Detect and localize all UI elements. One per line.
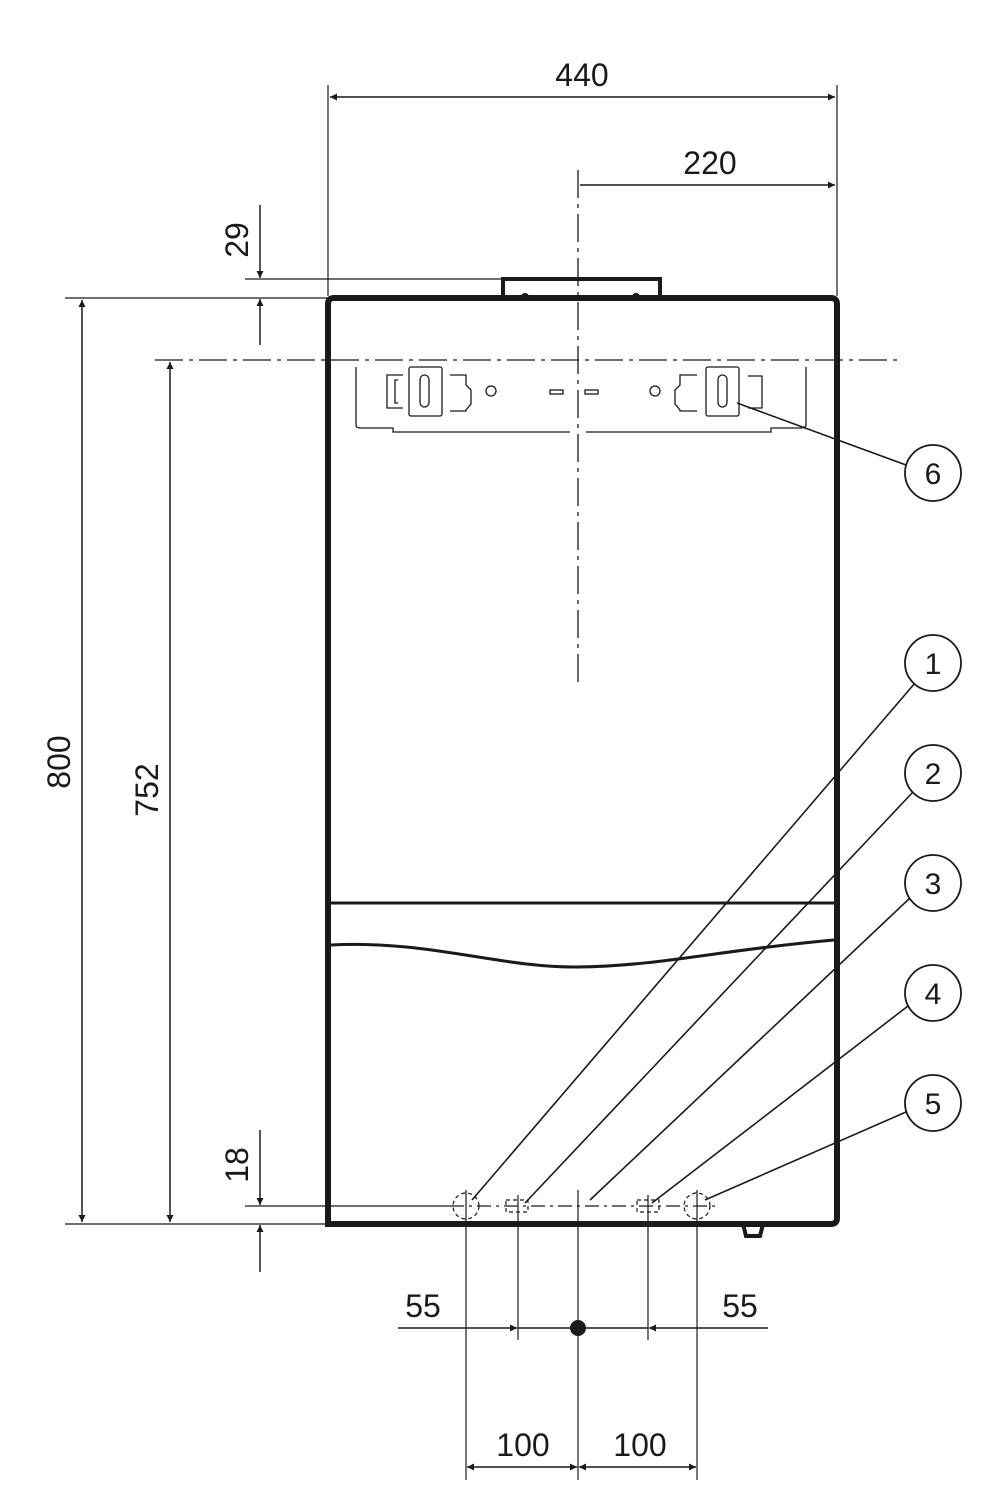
flue-connector — [501, 277, 662, 298]
dim-left-spacing: 55 — [405, 1288, 441, 1324]
dim-overall-height: 800 — [41, 735, 77, 788]
dim-top-offset: 29 — [219, 222, 255, 258]
callout-5: 5 — [925, 1088, 942, 1121]
dim-overall-width: 440 — [555, 57, 608, 93]
dim-right-pitch: 100 — [613, 1427, 666, 1463]
boiler-casing — [325, 295, 840, 1227]
dim-half-width: 220 — [683, 145, 736, 181]
callout-3: 3 — [925, 868, 942, 901]
panel-curve — [330, 938, 835, 969]
mounting-bracket — [355, 366, 807, 433]
dim-bottom-offset: 18 — [219, 1147, 255, 1183]
callout-6: 6 — [925, 458, 942, 491]
dim-bracket-height: 752 — [129, 763, 165, 816]
callout-4: 4 — [925, 978, 942, 1011]
dim-right-spacing: 55 — [722, 1288, 758, 1324]
callout-2: 2 — [925, 758, 942, 791]
dim-left-pitch: 100 — [496, 1427, 549, 1463]
callout-1: 1 — [925, 648, 942, 681]
